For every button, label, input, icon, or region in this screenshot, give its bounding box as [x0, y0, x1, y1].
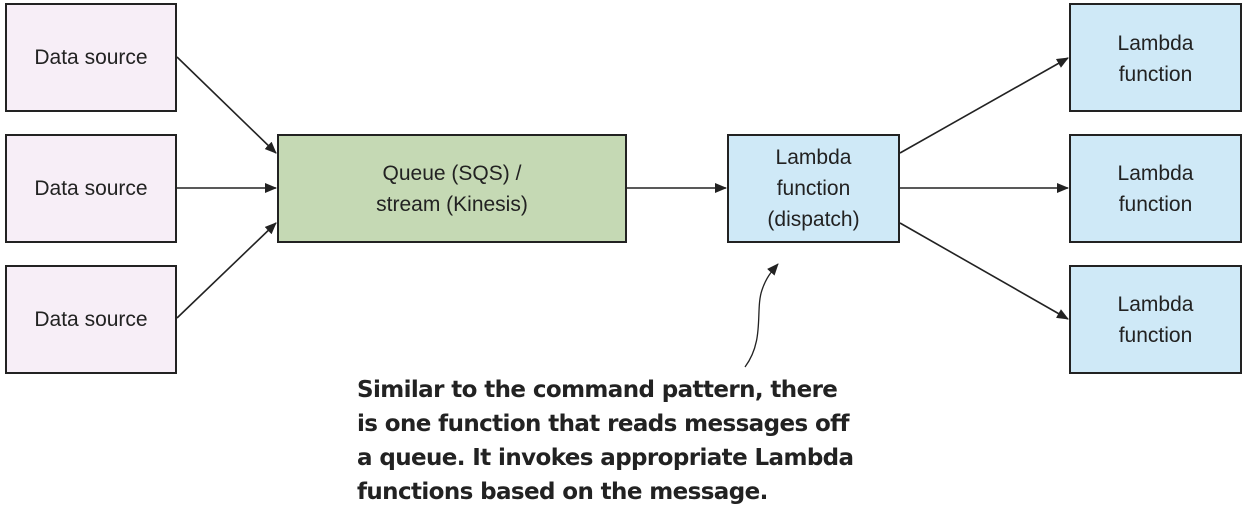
annotation-line: functions based on the message.: [357, 479, 768, 505]
annotation-line: a queue. It invokes appropriate Lambda: [357, 445, 854, 471]
data-source-box-2: Data source: [5, 134, 177, 243]
arrow-source3-to-queue: [176, 222, 277, 319]
annotation-line: Similar to the command pattern, there: [357, 377, 838, 403]
data-source-box-1: Data source: [5, 3, 177, 112]
annotation-pointer: [744, 263, 779, 368]
lambda-function-box-2: Lambda function: [1069, 134, 1242, 243]
queue-stream-box: Queue (SQS) / stream (Kinesis): [277, 134, 627, 243]
arrow-dispatch-to-function3: [899, 222, 1069, 320]
lambda-function-box-3: Lambda function: [1069, 265, 1242, 374]
arrow-source1-to-queue: [176, 56, 277, 154]
data-source-box-3: Data source: [5, 265, 177, 374]
dispatch-lambda-box: Lambda function (dispatch): [727, 134, 900, 243]
lambda-function-box-1: Lambda function: [1069, 3, 1242, 112]
arrow-dispatch-to-function1: [899, 57, 1069, 154]
annotation-text: Similar to the command pattern, there is…: [357, 373, 877, 509]
annotation-line: is one function that reads messages off: [357, 411, 850, 437]
